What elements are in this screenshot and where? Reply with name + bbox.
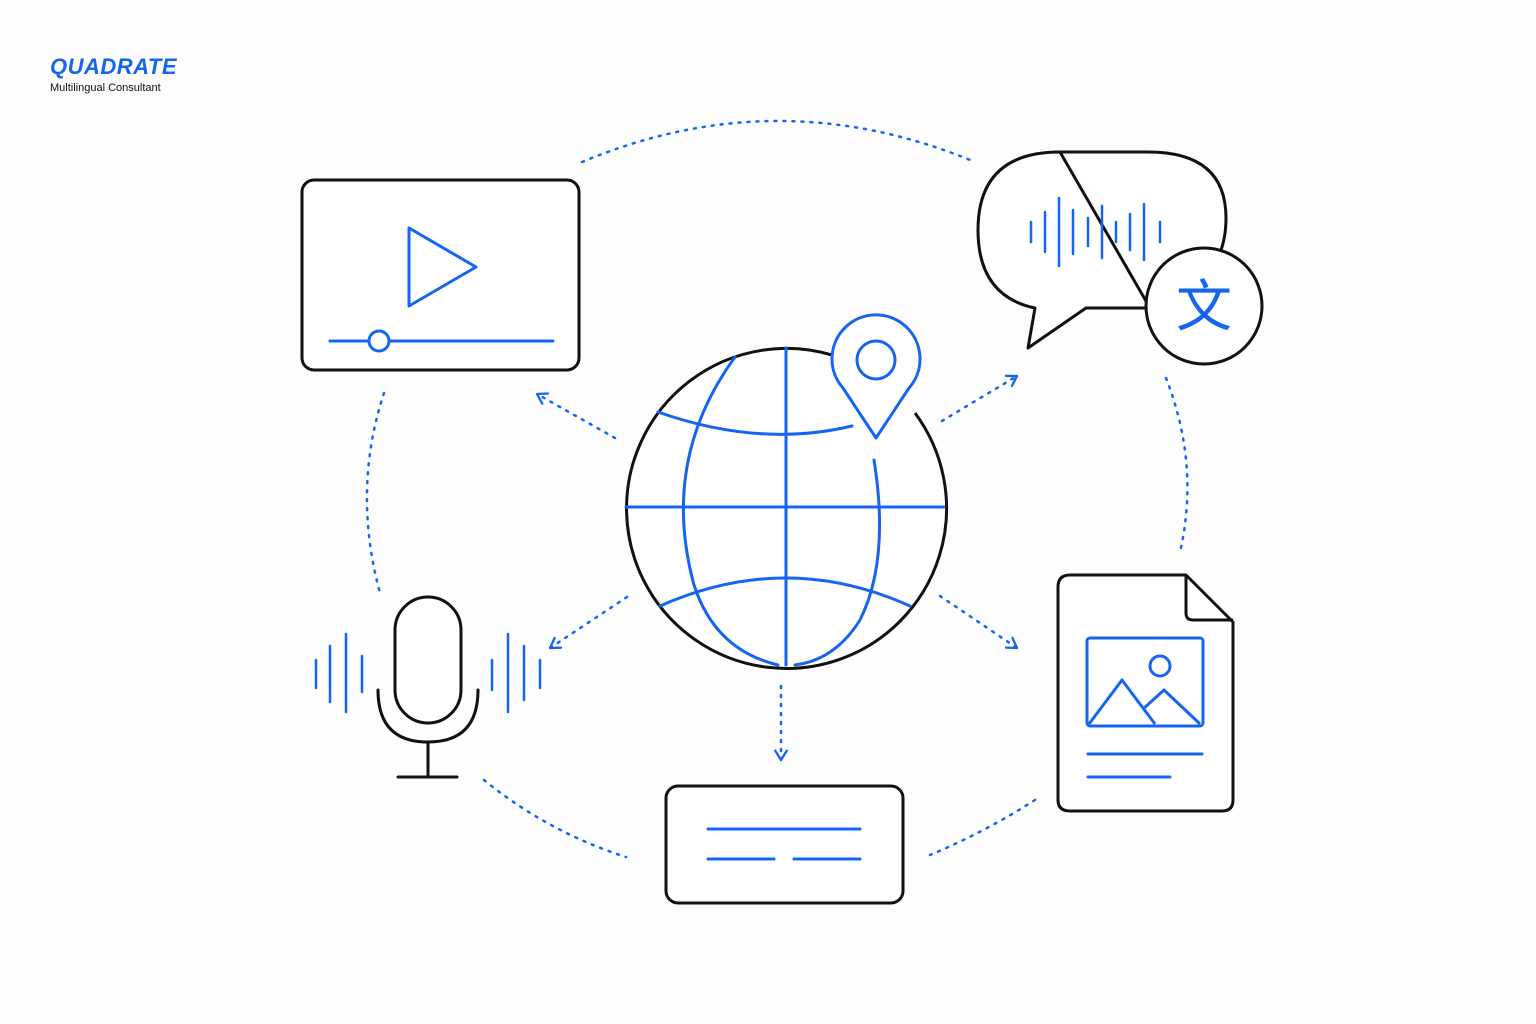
brand-tagline: Multilingual Consultant bbox=[50, 82, 161, 94]
globe-with-location-pin-icon bbox=[624, 313, 949, 670]
globe-arrows bbox=[535, 374, 1019, 762]
arrow-to-document bbox=[938, 594, 1019, 650]
image-placeholder-icon bbox=[1085, 636, 1205, 728]
video-player-icon bbox=[300, 178, 581, 372]
video-progress-knob bbox=[367, 329, 391, 353]
ring-segment-bottom-left bbox=[482, 778, 628, 859]
audio-wave-left-icon bbox=[314, 632, 364, 714]
play-icon bbox=[407, 226, 478, 308]
translate-badge bbox=[1144, 246, 1264, 366]
microphone-capsule bbox=[393, 595, 463, 725]
ring-segment-right bbox=[1164, 376, 1189, 554]
location-pin-dot bbox=[855, 339, 897, 381]
ring-segment-left bbox=[365, 391, 386, 595]
ring-segment-top bbox=[580, 119, 977, 164]
arrow-to-audio bbox=[548, 595, 629, 650]
microphone-icon bbox=[314, 595, 542, 779]
image-document-icon bbox=[1056, 573, 1235, 813]
audio-wave-right-icon bbox=[490, 632, 542, 714]
speech-bubble-translate-icon: 文 bbox=[976, 150, 1264, 366]
globe-grid bbox=[624, 346, 946, 667]
text-box-icon bbox=[664, 784, 905, 905]
translate-glyph: 文 bbox=[1176, 275, 1232, 340]
brand-logo: QUADRATE Multilingual Consultant bbox=[50, 54, 177, 95]
brand-name: QUADRATE bbox=[50, 54, 178, 79]
document-folded-corner bbox=[1184, 575, 1233, 622]
outer-ring-connectors bbox=[365, 119, 1189, 859]
arrow-to-speech bbox=[940, 374, 1019, 423]
ring-segment-bottom-right bbox=[928, 798, 1037, 857]
arrow-to-video bbox=[535, 392, 617, 440]
sound-wave-icon bbox=[1029, 196, 1162, 268]
